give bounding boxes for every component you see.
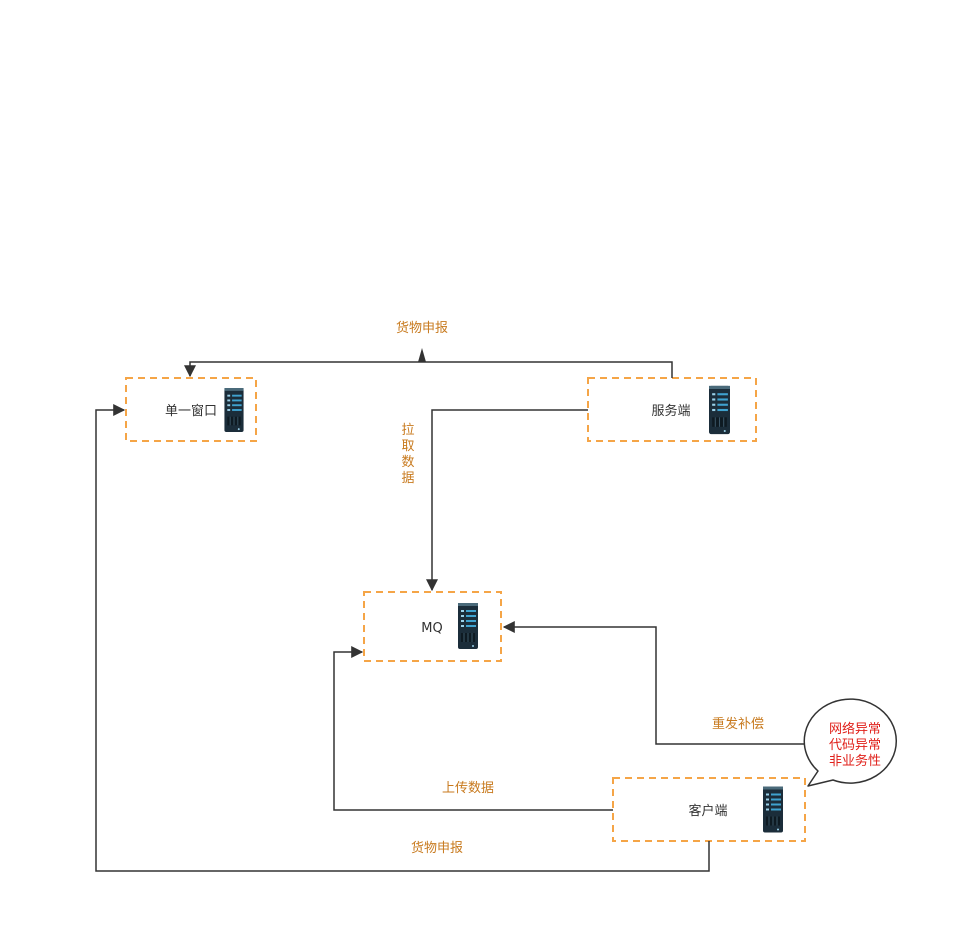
edge-label-upload: 上传数据 [442,781,494,796]
server-icon [224,388,244,432]
server-icon [763,785,783,834]
node-client[interactable]: 客户端 [612,777,806,842]
edge-client-to-mq [333,646,613,811]
server-icon [709,385,730,435]
callout-line-2: 代码异常 [829,738,881,753]
node-server[interactable]: 服务端 [587,377,757,442]
edge-label-pull-data: 拉 取 数 据 [401,423,414,486]
edge-resend-to-mq [502,621,810,745]
svg-text:拉: 拉 [401,423,414,438]
edge-server-to-single-window [184,361,673,378]
mq-label: MQ [421,621,442,636]
svg-text:数: 数 [401,455,414,470]
node-mq[interactable]: MQ [363,591,502,662]
callout-line-3: 非业务性 [829,753,881,769]
edge-label-resend: 重发补偿 [712,716,764,732]
node-single-window[interactable]: 单一窗口 [125,377,257,442]
edge-midpoint-arrow [418,348,426,362]
server-label: 服务端 [651,403,690,419]
client-label: 客户端 [688,803,727,819]
edge-label-server-declare: 货物申报 [396,320,448,336]
svg-text:据: 据 [401,471,414,486]
error-callout: 网络异常 代码异常 非业务性 [803,698,898,787]
single-window-label: 单一窗口 [165,403,217,419]
callout-line-1: 网络异常 [829,721,881,737]
server-icon [458,603,478,649]
edge-client-to-single-window [95,404,710,872]
edge-label-client-declare: 货物申报 [411,840,463,856]
svg-text:取: 取 [401,439,414,454]
edge-server-to-mq [426,409,588,592]
